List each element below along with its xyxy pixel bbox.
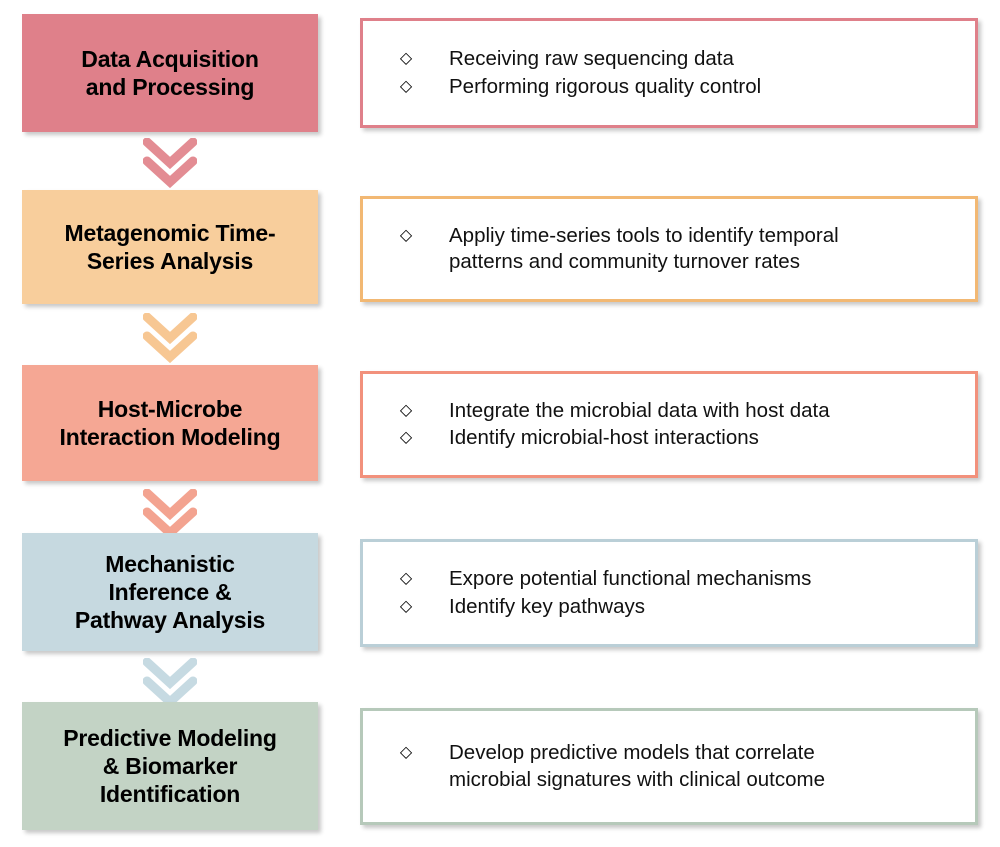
stage-box-predictive-modeling[interactable]: Predictive Modeling & Biomarker Identifi… xyxy=(22,702,318,830)
double-chevron-down-icon xyxy=(143,489,197,539)
stage-box-host-microbe-interaction[interactable]: Host-Microbe Interaction Modeling xyxy=(22,365,318,481)
diamond-icon: ◇ xyxy=(399,50,413,68)
double-chevron-down-icon xyxy=(143,658,197,708)
arrow-metagenomic-time-series-to-host-microbe-interaction xyxy=(143,313,197,363)
diamond-icon: ◇ xyxy=(399,570,413,588)
bullet-item: ◇ Performing rigorous quality control xyxy=(379,74,965,100)
stage-box-mechanistic-inference[interactable]: Mechanistic Inference & Pathway Analysis xyxy=(22,533,318,651)
bullet-text: Appliy time-series tools to identify tem… xyxy=(449,223,839,273)
diamond-icon: ◇ xyxy=(399,401,413,419)
diamond-icon: ◇ xyxy=(399,226,413,244)
detail-box-metagenomic-time-series[interactable]: ◇ Appliy time-series tools to identify te… xyxy=(360,196,978,302)
double-chevron-down-icon xyxy=(143,138,197,188)
bullet-item: ◇ Develop predictive models that correlat… xyxy=(379,740,965,792)
bullet-text: Develop predictive models that correlate… xyxy=(449,741,825,791)
detail-box-host-microbe-interaction[interactable]: ◇ Integrate the microbial data with host … xyxy=(360,371,978,478)
arrow-data-acquisition-to-metagenomic-time-series xyxy=(143,138,197,188)
diamond-icon: ◇ xyxy=(399,597,413,615)
bullet-text: Identify microbial-host interactions xyxy=(449,426,759,449)
arrow-host-microbe-interaction-to-mechanistic-inference xyxy=(143,489,197,539)
diamond-icon: ◇ xyxy=(399,77,413,95)
bullet-item: ◇ Expore potential functional mechanisms xyxy=(379,566,965,592)
stage-label-mechanistic-inference: Mechanistic Inference & Pathway Analysis xyxy=(74,550,266,634)
diamond-icon: ◇ xyxy=(399,429,413,446)
stage-box-metagenomic-time-series[interactable]: Metagenomic Time- Series Analysis xyxy=(22,190,318,304)
bullet-text: Identify key pathways xyxy=(449,594,645,618)
bullet-item: ◇ Identify key pathways xyxy=(379,594,965,620)
detail-box-mechanistic-inference[interactable]: ◇Expore potential functional mechanisms◇… xyxy=(360,539,978,647)
bullet-text: Receiving raw sequencing data xyxy=(449,47,734,71)
arrow-mechanistic-inference-to-predictive-modeling xyxy=(143,658,197,708)
detail-box-predictive-modeling[interactable]: ◇ Develop predictive models that correlat… xyxy=(360,708,978,825)
bullet-text: Integrate the microbial data with host d… xyxy=(449,398,830,422)
double-chevron-down-icon xyxy=(143,313,197,363)
diamond-icon: ◇ xyxy=(399,744,413,762)
stage-label-host-microbe-interaction: Host-Microbe Interaction Modeling xyxy=(59,395,281,450)
stage-label-predictive-modeling: Predictive Modeling & Biomarker Identifi… xyxy=(63,724,277,808)
stage-label-metagenomic-time-series: Metagenomic Time- Series Analysis xyxy=(64,219,276,274)
bullet-item: ◇ Identify microbial-host interactions xyxy=(379,425,965,451)
bullet-text: Performing rigorous quality control xyxy=(449,74,762,98)
bullet-text: Expore potential functional mechanisms xyxy=(449,567,812,591)
bullet-item: ◇ Appliy time-series tools to identify te… xyxy=(379,223,965,275)
bullet-item: ◇ Receiving raw sequencing data xyxy=(379,46,965,72)
detail-box-data-acquisition[interactable]: ◇ Receiving raw sequencing data ◇ Performin… xyxy=(360,18,978,128)
stage-label-data-acquisition: Data Acquisition and Processing xyxy=(81,45,259,100)
stage-box-data-acquisition[interactable]: Data Acquisition and Processing xyxy=(22,14,318,132)
bullet-item: ◇ Integrate the microbial data with host … xyxy=(379,398,965,424)
